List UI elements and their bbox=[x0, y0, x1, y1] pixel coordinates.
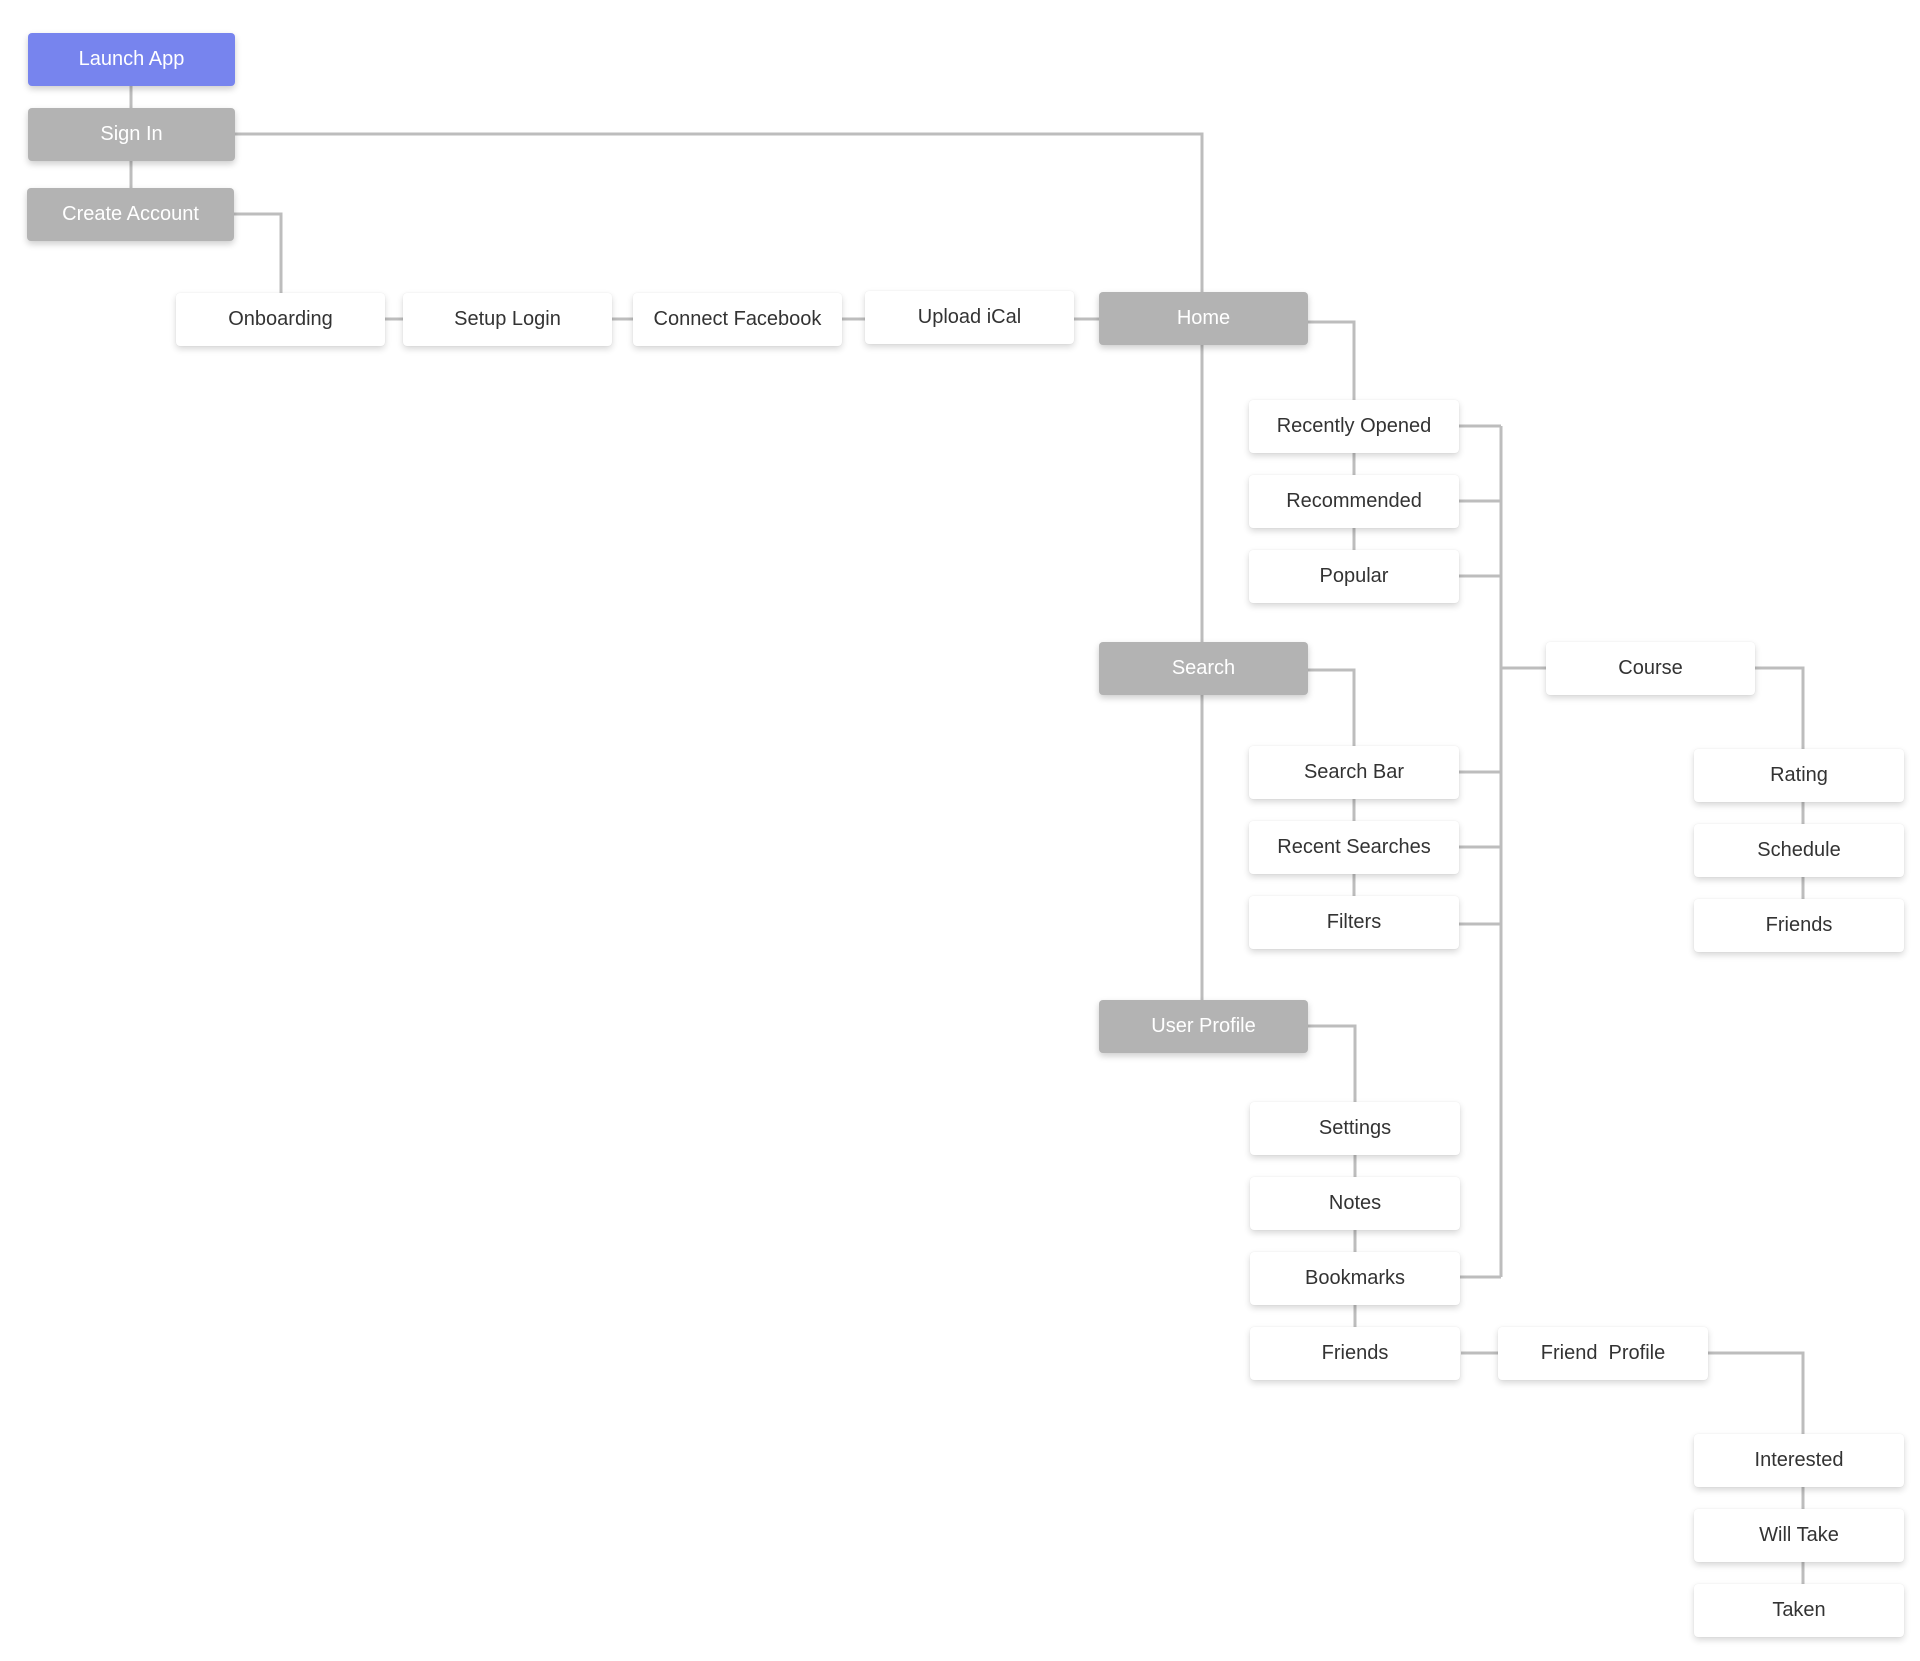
sign-in-node[interactable]: Sign In bbox=[28, 108, 235, 161]
taken-node[interactable]: Taken bbox=[1694, 1584, 1904, 1637]
onboarding-node[interactable]: Onboarding bbox=[176, 293, 385, 346]
recommended-node[interactable]: Recommended bbox=[1249, 475, 1459, 528]
connector bbox=[1308, 1024, 1357, 1102]
notes-node[interactable]: Notes bbox=[1250, 1177, 1460, 1230]
recently-opened-node[interactable]: Recently Opened bbox=[1249, 400, 1459, 453]
search-bar-node[interactable]: Search Bar bbox=[1249, 746, 1459, 799]
interested-node[interactable]: Interested bbox=[1694, 1434, 1904, 1487]
user-profile-node[interactable]: User Profile bbox=[1099, 1000, 1308, 1053]
setup-login-node[interactable]: Setup Login bbox=[403, 293, 612, 346]
connector bbox=[234, 212, 283, 293]
launch-app-node[interactable]: Launch App bbox=[28, 33, 235, 86]
bookmarks-node[interactable]: Bookmarks bbox=[1250, 1252, 1460, 1305]
connector bbox=[1708, 1351, 1805, 1434]
settings-node[interactable]: Settings bbox=[1250, 1102, 1460, 1155]
create-account-node[interactable]: Create Account bbox=[27, 188, 234, 241]
schedule-node[interactable]: Schedule bbox=[1694, 824, 1904, 877]
connector bbox=[1308, 668, 1356, 746]
upload-ical-node[interactable]: Upload iCal bbox=[865, 291, 1074, 344]
home-node[interactable]: Home bbox=[1099, 292, 1308, 345]
friend-profile-node[interactable]: Friend Profile bbox=[1498, 1327, 1708, 1380]
connector bbox=[1308, 320, 1356, 400]
filters-node[interactable]: Filters bbox=[1249, 896, 1459, 949]
friends-node[interactable]: Friends bbox=[1250, 1327, 1460, 1380]
will-take-node[interactable]: Will Take bbox=[1694, 1509, 1904, 1562]
connector bbox=[1755, 666, 1805, 749]
recent-searches-node[interactable]: Recent Searches bbox=[1249, 821, 1459, 874]
rating-node[interactable]: Rating bbox=[1694, 749, 1904, 802]
search-node[interactable]: Search bbox=[1099, 642, 1308, 695]
course-node[interactable]: Course bbox=[1546, 642, 1755, 695]
course-friends-node[interactable]: Friends bbox=[1694, 899, 1904, 952]
popular-node[interactable]: Popular bbox=[1249, 550, 1459, 603]
connect-facebook-node[interactable]: Connect Facebook bbox=[633, 293, 842, 346]
connector bbox=[235, 132, 1204, 293]
